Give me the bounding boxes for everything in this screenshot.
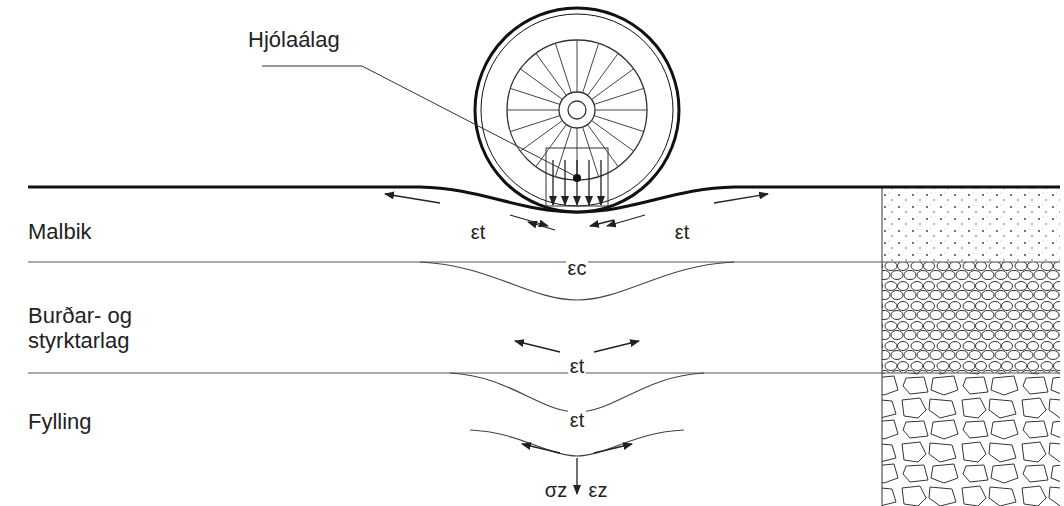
layer-name: Burðar- og styrktarlag [28,303,198,354]
strain-symbol: εt [568,355,586,378]
strain-symbol: εt [469,221,487,244]
strain-symbol: εc [566,257,589,280]
layer-name: Fylling [28,409,92,434]
strain-symbol: εz [587,479,610,502]
stress-symbol: σz [543,479,569,502]
layer-name: Malbik [28,219,92,244]
callout-label: Hjólaálag [248,27,340,52]
strain-symbol: εt [568,409,586,432]
strain-symbol: εt [673,221,691,244]
